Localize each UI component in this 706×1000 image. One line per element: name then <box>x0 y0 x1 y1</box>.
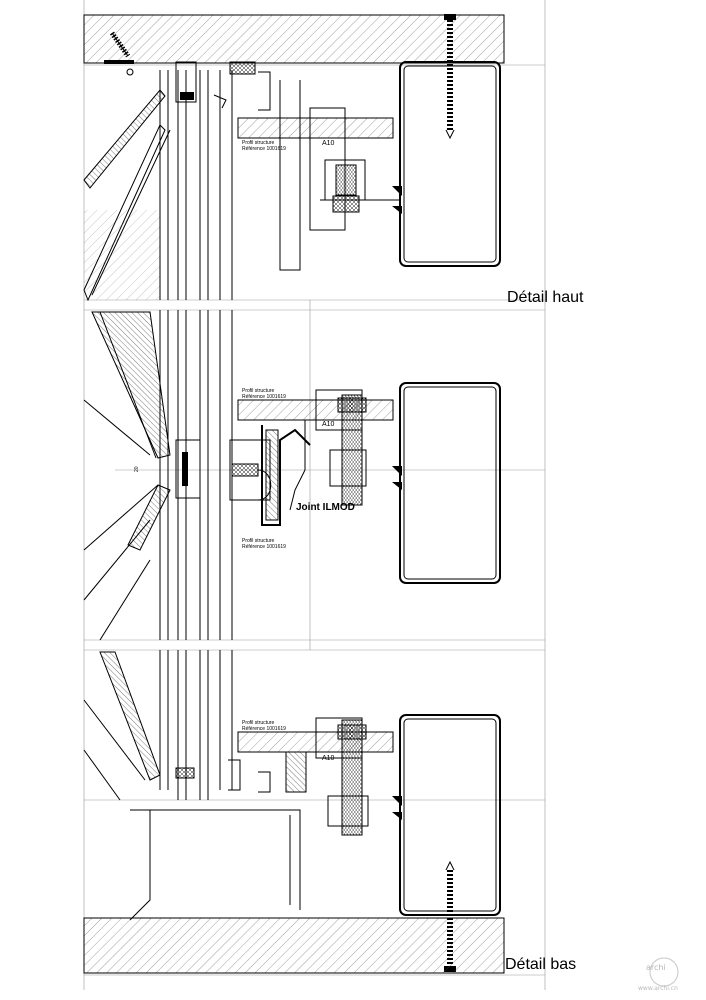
profile-label-bas: Profil structure <box>242 720 274 726</box>
a10-label-haut: A10 <box>322 140 335 147</box>
concrete-slab-bottom <box>83 917 505 974</box>
rhs-tube-milieu <box>399 382 501 584</box>
inclined-glazing-upper <box>83 311 171 459</box>
a10-label-milieu: A10 <box>322 421 335 428</box>
reference-label-bas: Référence 1001619 <box>242 726 286 732</box>
reference-label-milieu-top: Référence 1001619 <box>242 394 286 400</box>
mullion-bas <box>159 650 271 800</box>
profile-label-milieu-bottom: Profil structure <box>242 538 274 544</box>
inclined-glazing-bas <box>83 651 161 801</box>
detail-bas: Profil structure Référence 1001619 A10 D… <box>83 650 576 974</box>
profile-label-haut: Profil structure <box>242 140 274 146</box>
watermark-logo-text: archi <box>646 963 666 972</box>
detail-haut: Profil structure Référence 1001619 A10 D… <box>83 14 584 306</box>
inclined-glazing-lower <box>83 484 171 641</box>
a10-label-bas: A10 <box>322 755 335 762</box>
joint-ilmod-label: Joint ILMOD <box>296 502 355 513</box>
wood-screw-top-left <box>104 31 134 76</box>
anchor-screw-haut <box>444 14 456 140</box>
profile-label-milieu-top: Profil structure <box>242 388 274 394</box>
steel-flat-bar-haut <box>237 117 394 139</box>
reference-label-milieu-bottom: Référence 1001619 <box>242 544 286 550</box>
bolt-haut <box>320 164 402 214</box>
archi-watermark: archi www.archi.cn <box>638 957 679 992</box>
dimension-label-milieu: 20 <box>134 466 140 472</box>
concrete-slab-top <box>83 14 505 64</box>
mullion-haut <box>159 61 271 300</box>
detail-bas-title: Détail bas <box>505 956 576 973</box>
watermark-url-text: www.archi.cn <box>638 985 678 992</box>
rhs-tube-bas <box>399 714 501 916</box>
detail-haut-title: Détail haut <box>507 289 584 306</box>
sill-plate-bas <box>129 809 301 921</box>
mullion-milieu <box>159 310 272 640</box>
reference-label-haut: Référence 1001619 <box>242 146 286 152</box>
bolt-bas <box>315 717 402 836</box>
joint-ilmod-profile <box>261 419 311 526</box>
detail-milieu: Profil structure Référence 1001619 A10 J… <box>83 310 501 641</box>
inclined-glazing-haut <box>83 89 171 302</box>
